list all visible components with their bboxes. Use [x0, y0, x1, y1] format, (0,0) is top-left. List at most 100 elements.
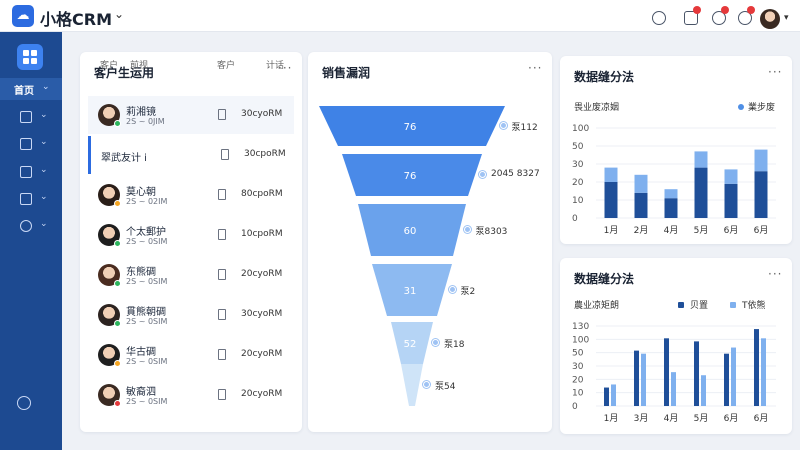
document-icon[interactable]	[218, 229, 226, 240]
shield-icon[interactable]	[652, 11, 666, 25]
funnel-card: 销售漏润 ···	[308, 52, 552, 432]
funnel-marker	[432, 339, 439, 346]
dashboard-logo-icon[interactable]	[17, 44, 43, 70]
funnel-stage-label: 泵8303	[475, 227, 508, 237]
document-icon[interactable]	[218, 349, 226, 360]
funnel-stage-label: 泵2	[460, 287, 476, 297]
customer-name[interactable]: 莉湘镜	[126, 107, 156, 118]
app-title[interactable]: 小格CRM	[40, 10, 112, 29]
customer-name[interactable]: 翠武友计 i	[101, 153, 147, 164]
notification-icon[interactable]	[738, 11, 752, 25]
more-icon[interactable]: ···	[528, 61, 543, 75]
sidebar-item-home[interactable]: 首页 ⌄	[0, 78, 62, 100]
gear-icon	[20, 220, 32, 232]
customer-name[interactable]: 莫心朝	[126, 187, 156, 198]
settings-gear-icon[interactable]	[17, 396, 31, 410]
chevron-down-icon: ⌄	[40, 137, 48, 147]
chevron-down-icon[interactable]: ⌄	[114, 7, 125, 21]
customer-subtext: 2S ~ 0SIM	[126, 397, 168, 406]
sidebar-item-grid[interactable]: ⌄	[0, 163, 62, 183]
legend-label: 贝置	[690, 301, 709, 311]
funnel-marker	[499, 122, 507, 129]
customer-card-title: 客户生运用	[94, 66, 155, 80]
message-icon[interactable]	[684, 11, 698, 25]
status-dot	[114, 240, 121, 247]
document-icon[interactable]	[218, 269, 226, 280]
bell-badge	[721, 6, 729, 14]
cloud-logo-icon[interactable]: ☁	[12, 5, 34, 27]
customer-name[interactable]: 华古碉	[126, 347, 156, 358]
table-header: 计话	[266, 61, 285, 71]
funnel-stage-label: 泵54	[435, 382, 456, 392]
more-icon[interactable]: ···	[768, 65, 783, 79]
funnel-stage-label: 泵112	[511, 123, 538, 133]
chart-subtitle: 畏业废凉姻	[574, 103, 620, 113]
customer-value: 20cyoRM	[241, 389, 283, 399]
chevron-down-icon[interactable]: ▾	[784, 13, 789, 23]
chart-title: 数据缝分法	[574, 70, 635, 84]
document-icon[interactable]	[221, 149, 229, 160]
legend-label: 業步废	[748, 103, 776, 113]
chevron-down-icon: ⌄	[40, 192, 48, 202]
edit-icon	[20, 138, 32, 150]
funnel-marker	[463, 226, 471, 233]
table-header: 客户	[217, 61, 236, 71]
customer-value: 30cpoRM	[244, 149, 286, 159]
customer-value: 80cpoRM	[241, 189, 283, 199]
customer-subtext: 2S ~ 0SIM	[126, 237, 168, 246]
chart-card-top: 数据缝分法 ···	[560, 56, 792, 244]
status-dot	[114, 200, 121, 207]
customer-value: 20cyoRM	[241, 349, 283, 359]
status-dot	[114, 360, 121, 367]
customer-name[interactable]: 貫熊朝碉	[126, 307, 166, 318]
table-row[interactable]: 翠武友计 i 30cpoRM	[88, 136, 294, 174]
chart-card-bottom: 数据缝分法 ···	[560, 258, 792, 434]
customer-name[interactable]: 敏裔泗	[126, 387, 156, 398]
customer-value: 20cyoRM	[241, 269, 283, 279]
funnel-stage-label: 2045 8327	[491, 169, 540, 179]
chevron-down-icon: ⌄	[40, 165, 48, 175]
calendar-icon	[20, 193, 32, 205]
customer-value: 10cpoRM	[241, 229, 283, 239]
chevron-down-icon: ⌄	[40, 110, 48, 120]
legend-label: T依熊	[742, 301, 766, 311]
sidebar-item-chart[interactable]: ⌄	[0, 108, 62, 128]
customer-subtext: 2S ~ 0SIM	[126, 277, 168, 286]
user-avatar[interactable]	[760, 9, 780, 29]
customer-subtext: 2S ~ 0SIM	[126, 357, 168, 366]
customer-name[interactable]: 东熊碉	[126, 267, 156, 278]
customer-value: 30cyoRM	[241, 109, 283, 119]
document-icon[interactable]	[218, 389, 226, 400]
legend-marker	[678, 302, 684, 308]
document-icon[interactable]	[218, 109, 226, 120]
funnel-card-title: 销售漏润	[322, 66, 371, 80]
legend-marker	[730, 302, 736, 308]
sidebar-item-settings[interactable]: ⌄	[0, 217, 62, 237]
customer-subtext: 2S ~ 0SIM	[126, 317, 168, 326]
status-dot	[114, 120, 121, 127]
sidebar-item-calendar[interactable]: ⌄	[0, 190, 62, 210]
document-icon[interactable]	[218, 309, 226, 320]
chart-icon	[20, 111, 32, 123]
sidebar-item-label: 首页	[14, 86, 34, 97]
more-icon[interactable]: ···	[278, 61, 293, 75]
customer-value: 30cyoRM	[241, 309, 283, 319]
top-bar: ☁ 小格CRM ⌄ ▾	[0, 0, 800, 32]
customer-name[interactable]: 个太郵护	[126, 227, 166, 238]
funnel-marker	[479, 171, 486, 178]
sidebar-item-edit[interactable]: ⌄	[0, 135, 62, 155]
customer-subtext: 2S ~ 0JIM	[126, 117, 165, 126]
more-icon[interactable]: ···	[768, 267, 783, 281]
bell-icon[interactable]	[712, 11, 726, 25]
table-header: 前视	[130, 61, 149, 71]
document-icon[interactable]	[218, 189, 226, 200]
customer-subtext: 2S ~ 02IM	[126, 197, 168, 206]
funnel-marker	[423, 381, 430, 388]
